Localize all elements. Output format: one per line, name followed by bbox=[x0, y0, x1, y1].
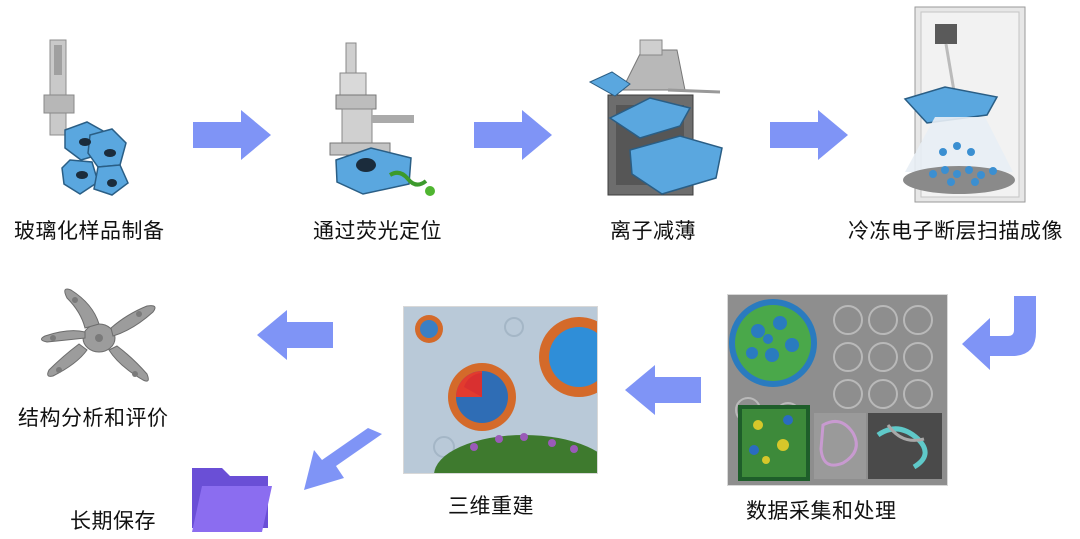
step-archiving-label: 长期保存 bbox=[70, 509, 156, 533]
step-vitrification-label: 玻璃化样品制备 bbox=[14, 219, 165, 243]
ion-thinning-illustration bbox=[580, 30, 730, 205]
folder-icon bbox=[188, 462, 273, 534]
step-reconstruction-label: 三维重建 bbox=[448, 494, 534, 518]
step-data-processing-label: 数据采集和处理 bbox=[746, 499, 897, 523]
arrow-right-icon bbox=[474, 110, 554, 160]
arrow-down-left-icon bbox=[300, 420, 385, 495]
fluorescence-illustration bbox=[318, 35, 448, 205]
arrow-right-icon bbox=[193, 110, 273, 160]
step-fluorescence-label: 通过荧光定位 bbox=[313, 219, 442, 243]
arrow-right-icon bbox=[770, 110, 850, 160]
reconstruction-image bbox=[404, 307, 597, 473]
arrow-left-icon bbox=[623, 365, 703, 415]
arrow-left-icon bbox=[255, 310, 335, 360]
curved-arrow-icon bbox=[960, 292, 1044, 370]
analysis-illustration bbox=[35, 280, 165, 395]
step-analysis-label: 结构分析和评价 bbox=[18, 406, 169, 430]
vitrification-illustration bbox=[30, 35, 160, 205]
step-tomography-label: 冷冻电子断层扫描成像 bbox=[848, 219, 1063, 243]
step-ion-thinning-label: 离子减薄 bbox=[610, 219, 696, 243]
tomography-illustration bbox=[895, 2, 1045, 207]
data-processing-image bbox=[728, 295, 947, 485]
